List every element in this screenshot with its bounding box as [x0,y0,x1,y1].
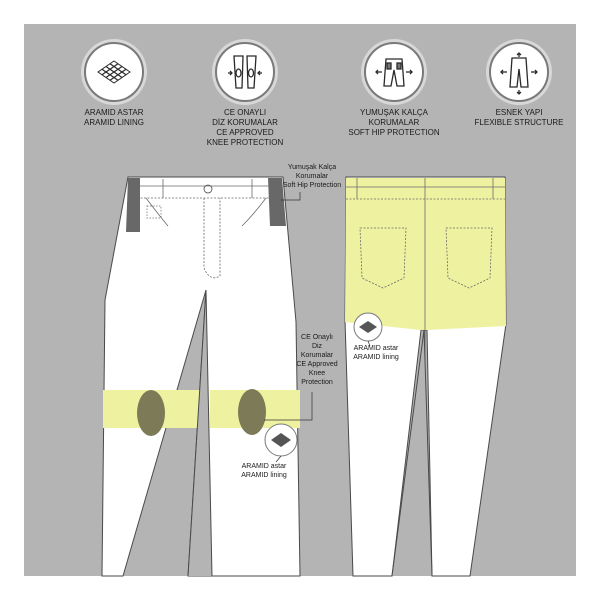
callout-line: ARAMID lining [353,354,399,361]
flexible-pants-icon [489,42,549,102]
feature-caption-line: ARAMID ASTAR [84,108,144,117]
feature-caption-line: CE ONAYLI [223,108,267,117]
front-button [203,184,213,194]
callout-line: CE Approved [296,361,338,368]
knee-callout-label: CE Onaylı Diz Korumalar CE Approved Knee… [286,333,348,387]
feature-knee-protection: CE ONAYLI DİZ KORUMALAR CE APPROVED KNEE… [175,42,315,148]
callout-line: Protection [301,379,333,386]
back-seat-highlight [345,178,506,330]
aramid-back-callout-line [367,340,371,347]
hip-pad-left [126,178,140,232]
feature-hip-protection: YUMUŞAK KALÇA KORUMALAR SOFT HIP PROTECT… [324,42,464,138]
feature-caption-line: ESNEK YAPI [495,108,543,117]
feature-caption-line: SOFT HIP PROTECTION [348,128,440,137]
hip-callout-label: Yumuşak Kalça Korumalar Soft Hip Protect… [272,163,352,190]
knee-pad-right [238,389,266,435]
feature-caption-line: FLEXIBLE STRUCTURE [474,118,564,127]
aramid-back-callout-label: ARAMID astar ARAMID lining [344,344,408,362]
feature-caption-line: KORUMALAR [368,118,420,127]
callout-line: Diz [311,343,323,350]
feature-caption-line: YUMUŞAK KALÇA [359,108,429,117]
feature-caption-line: DİZ KORUMALAR [212,118,278,127]
callout-line: ARAMID astar [353,345,399,352]
back-pocket-right [445,227,493,289]
aramid-front-callout-label: ARAMID astar ARAMID lining [232,462,296,480]
aramid-front-callout-line [275,455,282,463]
feature-caption-line: CE APPROVED [216,128,274,137]
front-pants [101,176,301,577]
aramid-badge-front [264,423,298,457]
feature-flexible-structure: ESNEK YAPI FLEXIBLE STRUCTURE [449,42,589,128]
hip-protector-icon [364,42,424,102]
knee-callout-line [264,392,313,421]
callout-line: Korumalar [300,352,334,359]
callout-line: CE Onaylı [301,334,333,341]
feature-caption-line: KNEE PROTECTION [206,138,284,147]
back-pants [344,176,507,577]
hip-pad-right [268,178,286,226]
feature-aramid-lining: ARAMID ASTAR ARAMID LINING [44,42,184,128]
feature-caption-line: ARAMID LINING [83,118,144,127]
aramid-badge-back [353,312,383,342]
callout-line: Soft Hip Protection [282,182,342,189]
callout-line: ARAMID astar [241,463,287,470]
aramid-mesh-icon [84,42,144,102]
hip-callout-line [281,192,301,201]
knee-pad-left [137,390,165,436]
callout-line: Korumalar [295,173,329,180]
callout-line: ARAMID lining [241,472,287,479]
back-pocket-left [359,227,407,289]
front-fly [203,198,221,279]
callout-line: Yumuşak Kalça [287,164,337,171]
callout-line: Knee [308,370,326,377]
knee-protector-icon [215,42,275,102]
